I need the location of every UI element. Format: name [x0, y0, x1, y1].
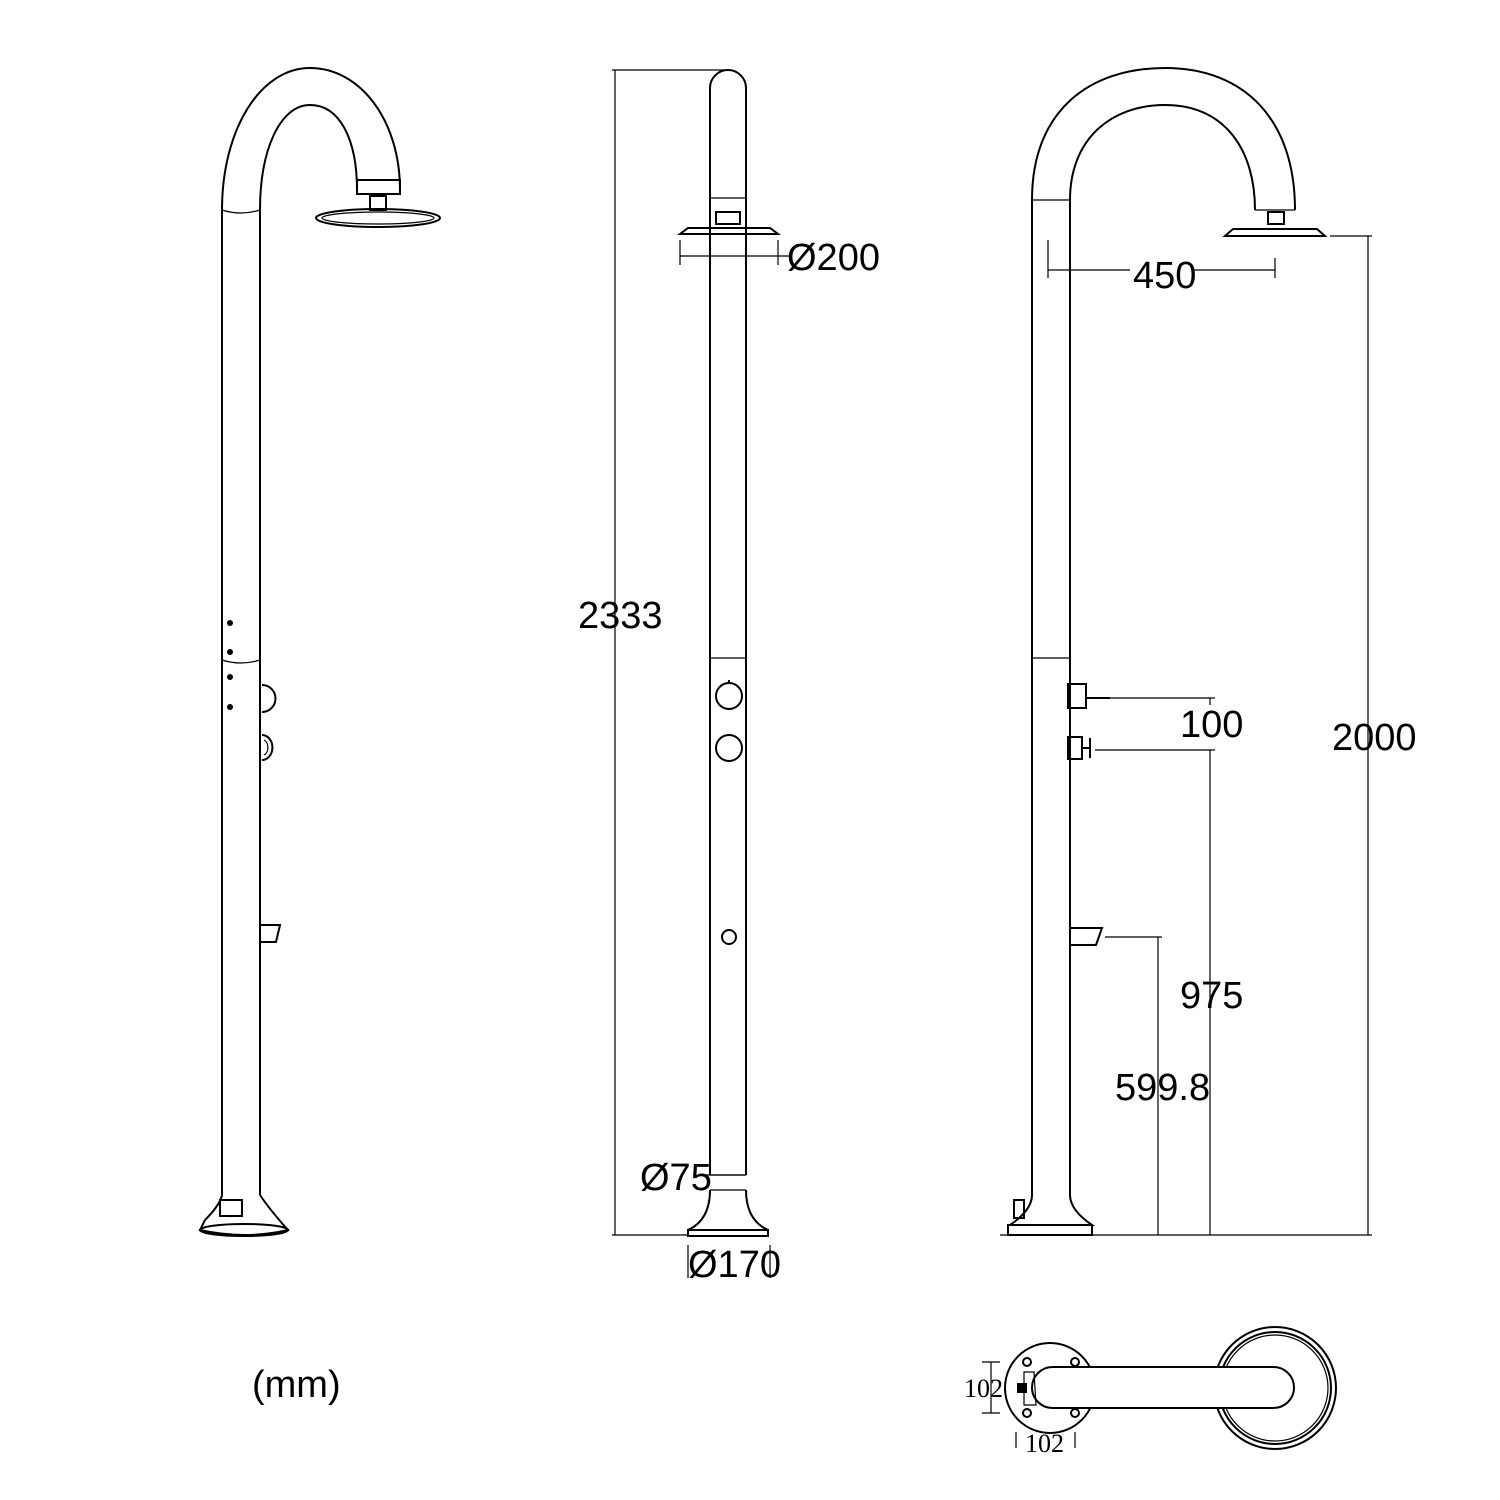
- pole-diameter-label: Ø75: [640, 1157, 712, 1199]
- shower-view-left: [198, 66, 441, 1237]
- base-diameter-label: Ø170: [688, 1244, 781, 1286]
- base-depth-label: 102: [964, 1374, 1003, 1403]
- shower-view-right: [1000, 66, 1372, 1236]
- head-diameter-label: Ø200: [787, 237, 880, 279]
- valve-spacing-label: 100: [1180, 704, 1243, 746]
- total-height-label: 2333: [578, 595, 663, 637]
- shower-view-middle: [612, 69, 790, 1278]
- foot-tap-height-label: 599.8: [1115, 1067, 1210, 1109]
- valve-height-label: 975: [1180, 975, 1243, 1017]
- arm-reach-label: 450: [1133, 255, 1196, 297]
- unit-label: (mm): [252, 1364, 341, 1406]
- head-height-label: 2000: [1332, 717, 1417, 759]
- shower-top-view: [982, 1326, 1337, 1450]
- base-width-label: 102: [1025, 1429, 1064, 1458]
